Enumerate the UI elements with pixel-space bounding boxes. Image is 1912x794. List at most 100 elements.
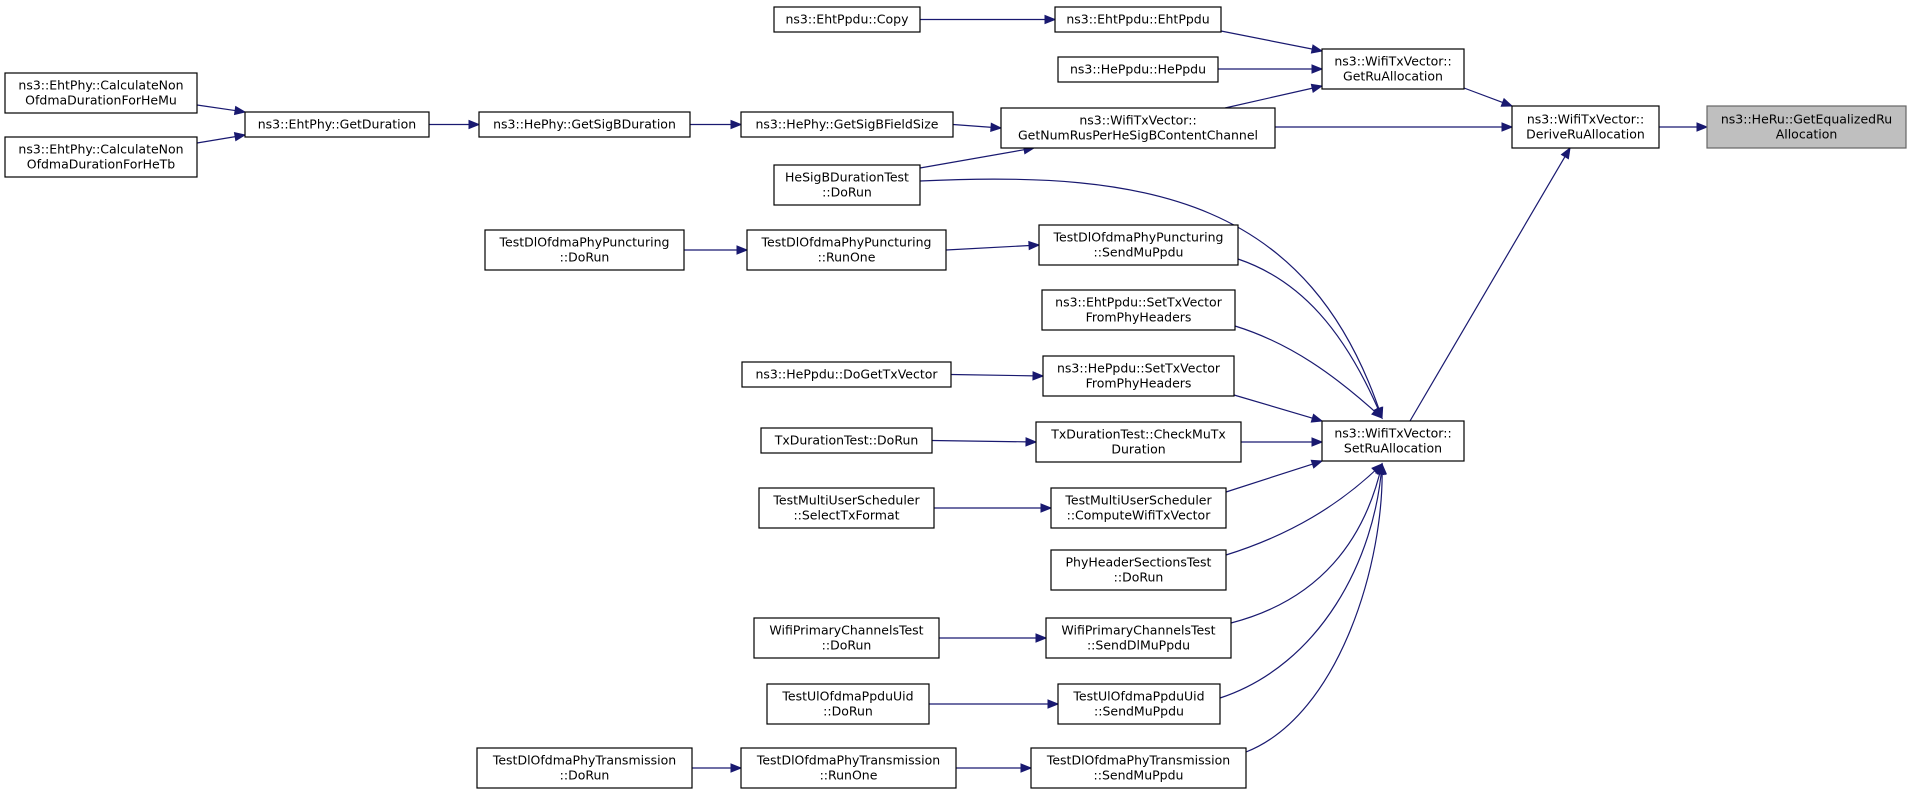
- node-label: ::RunOne: [818, 250, 876, 265]
- node-tx-runone[interactable]: TestDlOfdmaPhyTransmission::RunOne: [740, 747, 957, 789]
- edge-getru-to-deriveru: [1463, 87, 1514, 107]
- node-ehtcopy[interactable]: ns3::EhtPpdu::Copy: [773, 6, 921, 33]
- node-box: [1030, 747, 1247, 789]
- node-box: [1054, 6, 1222, 33]
- node-box: [476, 747, 693, 789]
- node-box: [1321, 48, 1465, 90]
- node-label: TestMultiUserScheduler: [772, 493, 920, 508]
- call-edges: [196, 14, 1709, 773]
- node-box: [746, 229, 947, 271]
- edge-ul-dorun-to-ul-send: [929, 699, 1060, 709]
- node-box: [1511, 105, 1660, 149]
- node-label: ns3::WifiTxVector::: [1527, 112, 1644, 127]
- edge-hesigbtest-to-getnumrus: [919, 145, 1036, 169]
- edge-getsigbdur-to-getsigbfield: [690, 119, 743, 130]
- edge-arrowhead: [233, 132, 247, 142]
- node-punc-runone[interactable]: TestDlOfdmaPhyPuncturing::RunOne: [746, 229, 947, 271]
- edge-line: [919, 178, 1383, 419]
- node-ul-send[interactable]: TestUlOfdmaPpduUid::SendMuPpdu: [1057, 683, 1221, 725]
- node-box: [4, 72, 198, 114]
- node-getsigbdur[interactable]: ns3::HePhy::GetSigBDuration: [478, 111, 691, 138]
- node-ehtppdu[interactable]: ns3::EhtPpdu::EhtPpdu: [1054, 6, 1222, 33]
- node-mus-select[interactable]: TestMultiUserScheduler::SelectTxFormat: [758, 487, 935, 529]
- node-label: ::DoRun: [1114, 570, 1164, 585]
- node-label: TxDurationTest::CheckMuTx: [1050, 427, 1226, 442]
- node-box: [484, 229, 685, 271]
- node-label: WifiPrimaryChannelsTest: [769, 623, 923, 638]
- node-box: [741, 361, 952, 388]
- node-label: ns3::EhtPhy::CalculateNon: [18, 78, 183, 93]
- edge-line: [952, 123, 993, 128]
- node-label: ::DoRun: [560, 250, 610, 265]
- node-label: ns3::EhtPpdu::SetTxVector: [1055, 295, 1223, 310]
- node-label: TestDlOfdmaPhyTransmission: [756, 753, 940, 768]
- edge-tx-dorun-to-tx-runone: [692, 763, 743, 773]
- node-box: [478, 111, 691, 138]
- edge-arrowhead: [1310, 44, 1324, 54]
- node-label: ::DoRun: [822, 185, 872, 200]
- node-label: ns3::WifiTxVector::: [1079, 113, 1196, 128]
- node-calcmu[interactable]: ns3::EhtPhy::CalculateNonOfdmaDurationFo…: [4, 72, 198, 114]
- node-label: HeSigBDurationTest: [785, 170, 909, 185]
- node-label: ::SendMuPpdu: [1094, 768, 1184, 783]
- edge-line: [919, 148, 1026, 169]
- call-nodes: ns3::HeRu::GetEqualizedRuAllocationns3::…: [4, 6, 1907, 789]
- edge-arrowhead: [1371, 407, 1383, 419]
- node-heppdu[interactable]: ns3::HePpdu::HePpdu: [1057, 56, 1219, 83]
- node-setru[interactable]: ns3::WifiTxVector::SetRuAllocation: [1321, 420, 1465, 462]
- node-tx-send[interactable]: TestDlOfdmaPhyTransmission::SendMuPpdu: [1030, 747, 1247, 789]
- edge-line: [945, 244, 1031, 251]
- node-label: SetRuAllocation: [1344, 441, 1442, 456]
- node-label: TestDlOfdmaPhyPuncturing: [761, 235, 932, 250]
- edge-arrowhead: [1377, 462, 1388, 475]
- node-punc-send[interactable]: TestDlOfdmaPhyPuncturing::SendMuPpdu: [1038, 224, 1239, 266]
- node-deriveru[interactable]: ns3::WifiTxVector::DeriveRuAllocation: [1511, 105, 1660, 149]
- edge-arrowhead: [730, 763, 743, 773]
- node-box: [4, 136, 198, 178]
- edge-eht-settx-to-setru: [1234, 325, 1383, 419]
- node-ehtgetdur[interactable]: ns3::EhtPhy::GetDuration: [244, 111, 430, 138]
- node-mus-compute[interactable]: TestMultiUserScheduler::ComputeWifiTxVec…: [1050, 487, 1227, 529]
- node-label: ::DoRun: [822, 638, 872, 653]
- edge-he-settx-to-setru: [1233, 394, 1324, 423]
- node-getnumrus[interactable]: ns3::WifiTxVector::GetNumRusPerHeSigBCon…: [1000, 107, 1276, 149]
- node-primch-send[interactable]: WifiPrimaryChannelsTest::SendDlMuPpdu: [1045, 617, 1232, 659]
- edge-line: [1245, 463, 1383, 753]
- node-label: ns3::WifiTxVector::: [1334, 54, 1451, 69]
- edge-getnumrus-to-deriveru: [1275, 122, 1514, 132]
- edge-arrowhead: [1560, 146, 1571, 160]
- edge-primch-send-to-setru: [1230, 462, 1385, 624]
- edge-line: [1237, 258, 1383, 419]
- edge-arrowhead: [1035, 633, 1048, 643]
- node-ul-dorun[interactable]: TestUlOfdmaPpduUid::DoRun: [766, 683, 930, 725]
- edge-arrowhead: [1310, 413, 1324, 423]
- node-punc-dorun[interactable]: TestDlOfdmaPhyPuncturing::DoRun: [484, 229, 685, 271]
- node-primch-dorun[interactable]: WifiPrimaryChannelsTest::DoRun: [753, 617, 940, 659]
- edge-arrowhead: [1310, 83, 1324, 93]
- edge-line: [1234, 325, 1383, 419]
- node-txdur-dorun[interactable]: TxDurationTest::DoRun: [760, 427, 933, 454]
- node-calctb[interactable]: ns3::EhtPhy::CalculateNonOfdmaDurationFo…: [4, 136, 198, 178]
- node-label: ns3::EhtPpdu::EhtPpdu: [1066, 12, 1209, 27]
- edge-ehtppdu-to-getru: [1220, 30, 1324, 54]
- node-hesigbtest[interactable]: HeSigBDurationTest::DoRun: [773, 164, 921, 206]
- edge-phyhdr-to-setru: [1225, 463, 1383, 556]
- edge-line: [1225, 463, 1314, 493]
- node-he-dogettx[interactable]: ns3::HePpdu::DoGetTxVector: [741, 361, 952, 388]
- node-getru[interactable]: ns3::WifiTxVector::GetRuAllocation: [1321, 48, 1465, 90]
- node-phyhdr[interactable]: PhyHeaderSectionsTest::DoRun: [1050, 549, 1227, 591]
- node-getsigbfield[interactable]: ns3::HePhy::GetSigBFieldSize: [740, 111, 954, 138]
- node-label: ::SendMuPpdu: [1094, 704, 1184, 719]
- node-tx-dorun[interactable]: TestDlOfdmaPhyTransmission::DoRun: [476, 747, 693, 789]
- edge-line: [1230, 463, 1383, 624]
- node-label: Allocation: [1776, 127, 1838, 142]
- edge-arrowhead: [1025, 437, 1038, 447]
- edge-primch-dorun-to-primch-send: [939, 633, 1048, 643]
- node-box: [1057, 683, 1221, 725]
- node-label: ::RunOne: [820, 768, 878, 783]
